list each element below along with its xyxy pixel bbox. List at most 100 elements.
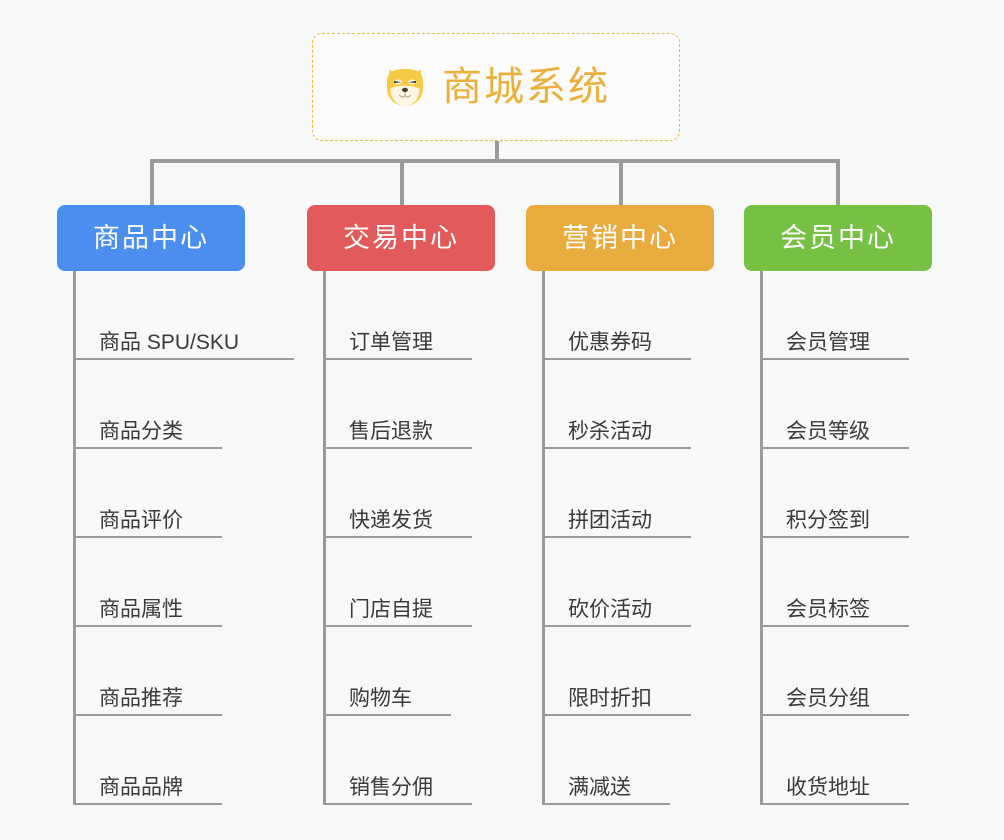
branch-header-3[interactable]: 营销中心 bbox=[526, 205, 714, 271]
leaf-item[interactable]: 商品 SPU/SKU bbox=[75, 271, 294, 360]
branch-leaf-list-4: 会员管理 会员等级 积分签到 会员标签 会员分组 收货地址 bbox=[744, 271, 932, 805]
leaf-item[interactable]: 商品品牌 bbox=[75, 716, 245, 805]
connector-drop-3 bbox=[619, 159, 623, 207]
leaf-label: 商品品牌 bbox=[99, 776, 183, 799]
leaf-item[interactable]: 会员管理 bbox=[762, 271, 932, 360]
leaf-underline bbox=[762, 625, 909, 627]
branch-spine-4 bbox=[760, 271, 763, 805]
connector-drop-2 bbox=[400, 159, 404, 207]
leaf-item[interactable]: 秒杀活动 bbox=[544, 360, 714, 449]
leaf-underline bbox=[75, 358, 294, 360]
leaf-item[interactable]: 订单管理 bbox=[325, 271, 495, 360]
connector-root-stem bbox=[495, 141, 499, 162]
leaf-underline bbox=[325, 447, 472, 449]
leaf-item[interactable]: 商品推荐 bbox=[75, 627, 245, 716]
leaf-underline bbox=[762, 447, 909, 449]
branch-header-4[interactable]: 会员中心 bbox=[744, 205, 932, 271]
leaf-label: 满减送 bbox=[568, 776, 631, 799]
leaf-label: 砍价活动 bbox=[568, 598, 652, 621]
leaf-label: 购物车 bbox=[349, 687, 412, 710]
leaf-item[interactable]: 门店自提 bbox=[325, 538, 495, 627]
leaf-label: 售后退款 bbox=[349, 420, 433, 443]
leaf-underline bbox=[544, 447, 691, 449]
leaf-underline bbox=[762, 714, 909, 716]
leaf-label: 销售分佣 bbox=[349, 776, 433, 799]
leaf-item[interactable]: 商品评价 bbox=[75, 449, 245, 538]
leaf-underline bbox=[75, 447, 222, 449]
leaf-item[interactable]: 快递发货 bbox=[325, 449, 495, 538]
branch-column-1: 商品中心 商品 SPU/SKU 商品分类 商品评价 商品属性 商品推荐 bbox=[57, 205, 294, 805]
leaf-underline bbox=[762, 536, 909, 538]
leaf-label: 积分签到 bbox=[786, 509, 870, 532]
leaf-label: 商品 SPU/SKU bbox=[99, 331, 240, 354]
leaf-label: 优惠券码 bbox=[568, 331, 652, 354]
leaf-label: 门店自提 bbox=[349, 598, 433, 621]
leaf-item[interactable]: 商品分类 bbox=[75, 360, 245, 449]
root-node[interactable]: 商城系统 bbox=[312, 33, 680, 141]
leaf-underline bbox=[544, 536, 691, 538]
branch-label-3: 营销中心 bbox=[562, 222, 678, 253]
branch-label-4: 会员中心 bbox=[780, 222, 896, 253]
branch-label-1: 商品中心 bbox=[93, 222, 209, 253]
leaf-label: 商品评价 bbox=[99, 509, 183, 532]
leaf-item[interactable]: 优惠券码 bbox=[544, 271, 714, 360]
leaf-label: 会员等级 bbox=[786, 420, 870, 443]
leaf-underline bbox=[544, 625, 691, 627]
leaf-label: 商品属性 bbox=[99, 598, 183, 621]
branch-spine-1 bbox=[73, 271, 76, 805]
branch-column-3: 营销中心 优惠券码 秒杀活动 拼团活动 砍价活动 限时折扣 bbox=[526, 205, 714, 805]
branch-column-2: 交易中心 订单管理 售后退款 快递发货 门店自提 购物车 bbox=[307, 205, 495, 805]
leaf-item[interactable]: 购物车 bbox=[325, 627, 495, 716]
leaf-item[interactable]: 收货地址 bbox=[762, 716, 932, 805]
leaf-underline bbox=[325, 536, 472, 538]
leaf-underline bbox=[75, 714, 222, 716]
branch-column-4: 会员中心 会员管理 会员等级 积分签到 会员标签 会员分组 bbox=[744, 205, 932, 805]
leaf-item[interactable]: 会员等级 bbox=[762, 360, 932, 449]
leaf-underline bbox=[325, 714, 451, 716]
leaf-label: 会员分组 bbox=[786, 687, 870, 710]
leaf-underline bbox=[75, 803, 222, 805]
leaf-underline bbox=[325, 358, 472, 360]
leaf-underline bbox=[544, 803, 670, 805]
leaf-underline bbox=[762, 803, 909, 805]
root-title: 商城系统 bbox=[442, 65, 610, 109]
leaf-item[interactable]: 商品属性 bbox=[75, 538, 245, 627]
leaf-underline bbox=[762, 358, 909, 360]
leaf-item[interactable]: 销售分佣 bbox=[325, 716, 495, 805]
connector-drop-4 bbox=[836, 159, 840, 207]
leaf-item[interactable]: 拼团活动 bbox=[544, 449, 714, 538]
leaf-underline bbox=[544, 358, 691, 360]
branch-leaf-list-2: 订单管理 售后退款 快递发货 门店自提 购物车 销售分佣 bbox=[307, 271, 495, 805]
branch-header-2[interactable]: 交易中心 bbox=[307, 205, 495, 271]
leaf-underline bbox=[544, 714, 691, 716]
leaf-underline bbox=[325, 625, 472, 627]
leaf-label: 快递发货 bbox=[349, 509, 433, 532]
leaf-item[interactable]: 会员分组 bbox=[762, 627, 932, 716]
leaf-label: 会员管理 bbox=[786, 331, 870, 354]
leaf-item[interactable]: 售后退款 bbox=[325, 360, 495, 449]
leaf-underline bbox=[325, 803, 472, 805]
leaf-item[interactable]: 砍价活动 bbox=[544, 538, 714, 627]
branch-spine-3 bbox=[542, 271, 545, 805]
leaf-label: 会员标签 bbox=[786, 598, 870, 621]
branch-leaf-list-1: 商品 SPU/SKU 商品分类 商品评价 商品属性 商品推荐 商品品牌 bbox=[57, 271, 294, 805]
branch-leaf-list-3: 优惠券码 秒杀活动 拼团活动 砍价活动 限时折扣 满减送 bbox=[526, 271, 714, 805]
leaf-item[interactable]: 积分签到 bbox=[762, 449, 932, 538]
leaf-label: 商品推荐 bbox=[99, 687, 183, 710]
leaf-label: 拼团活动 bbox=[568, 509, 652, 532]
leaf-item[interactable]: 会员标签 bbox=[762, 538, 932, 627]
branch-header-1[interactable]: 商品中心 bbox=[57, 205, 245, 271]
leaf-label: 商品分类 bbox=[99, 420, 183, 443]
shiba-dog-face-icon bbox=[387, 69, 423, 106]
leaf-label: 限时折扣 bbox=[568, 687, 652, 710]
branch-label-2: 交易中心 bbox=[343, 222, 459, 253]
leaf-label: 订单管理 bbox=[349, 331, 433, 354]
leaf-item[interactable]: 满减送 bbox=[544, 716, 714, 805]
leaf-underline bbox=[75, 625, 222, 627]
leaf-label: 秒杀活动 bbox=[568, 420, 652, 443]
connector-drop-1 bbox=[150, 159, 154, 207]
connector-horizontal-bus bbox=[150, 159, 840, 163]
leaf-underline bbox=[75, 536, 222, 538]
leaf-item[interactable]: 限时折扣 bbox=[544, 627, 714, 716]
